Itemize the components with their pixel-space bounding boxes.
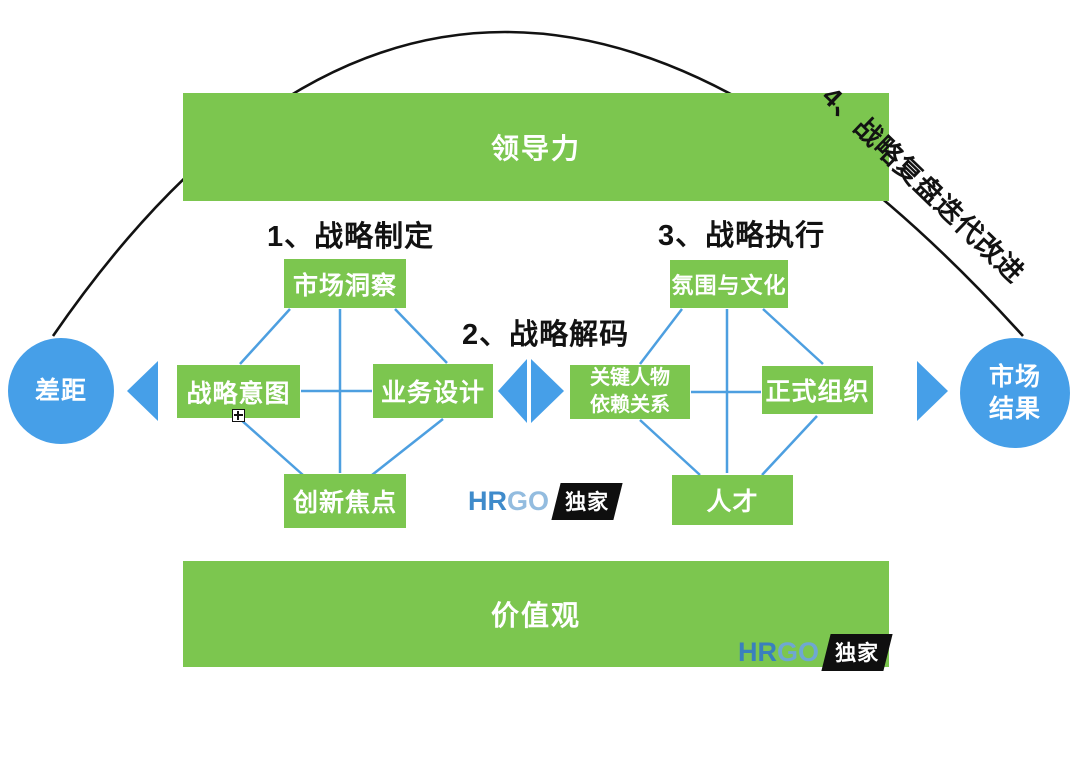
gap-label: 差距: [34, 376, 87, 405]
talent-label: 人才: [706, 488, 759, 516]
stage1-label: 1、战略制定: [267, 221, 435, 253]
connector-line: [639, 308, 683, 365]
connector-line: [371, 418, 444, 476]
market-insight-label: 市场洞察: [292, 271, 397, 300]
innovation-focus-box: 创新焦点: [284, 474, 406, 528]
arrow-to-result-icon: [917, 361, 948, 421]
key-people-line1: 关键人物: [590, 367, 670, 389]
connector-line: [239, 418, 304, 476]
stage3-label: 3、战略执行: [658, 220, 826, 252]
gap-circle: 差距: [8, 338, 114, 444]
leadership-bar: 领导力: [183, 93, 889, 201]
arrow-decode-right-icon: [531, 359, 564, 423]
key-people-box: 关键人物 依赖关系: [570, 365, 690, 419]
hrgo-badge: 独家: [821, 634, 893, 671]
arrow-to-gap-icon: [127, 361, 158, 421]
culture-box: 氛围与文化: [670, 260, 788, 308]
crosshair-cursor-icon: [232, 409, 245, 422]
market-result-line1: 市场: [988, 362, 1041, 391]
stage2-label: 2、战略解码: [462, 319, 630, 351]
talent-box: 人才: [672, 475, 793, 525]
values-bar: 价值观: [183, 561, 889, 667]
connector-line: [239, 308, 291, 365]
business-design-label: 业务设计: [380, 379, 485, 407]
arrow-decode-left-icon: [498, 359, 527, 423]
connector-line: [761, 415, 818, 476]
connector-line: [394, 308, 448, 364]
hrgo-badge-label: 独家: [565, 491, 610, 514]
hrgo-hr-text: HR: [738, 637, 777, 667]
market-result-circle: 市场 结果: [960, 338, 1070, 448]
values-label: 价值观: [490, 600, 581, 631]
hrgo-badge-label: 独家: [835, 642, 880, 665]
formal-org-label: 正式组织: [765, 378, 870, 406]
innovation-focus-label: 创新焦点: [292, 489, 397, 517]
leadership-label: 领导力: [490, 133, 581, 164]
hrgo-badge: 独家: [551, 483, 623, 520]
hrgo-hr-text: HR: [468, 486, 507, 516]
market-insight-box: 市场洞察: [284, 259, 406, 308]
culture-label: 氛围与文化: [671, 273, 787, 298]
connector-line: [762, 308, 824, 365]
key-people-line2: 依赖关系: [590, 394, 670, 416]
market-result-line2: 结果: [988, 395, 1041, 423]
connector-line: [639, 419, 701, 476]
hrgo-go-text: GO: [777, 637, 820, 667]
strategic-intent-label: 战略意图: [186, 379, 291, 408]
business-design-box: 业务设计: [373, 364, 493, 418]
hrgo-go-text: GO: [507, 486, 550, 516]
formal-org-box: 正式组织: [762, 366, 873, 414]
